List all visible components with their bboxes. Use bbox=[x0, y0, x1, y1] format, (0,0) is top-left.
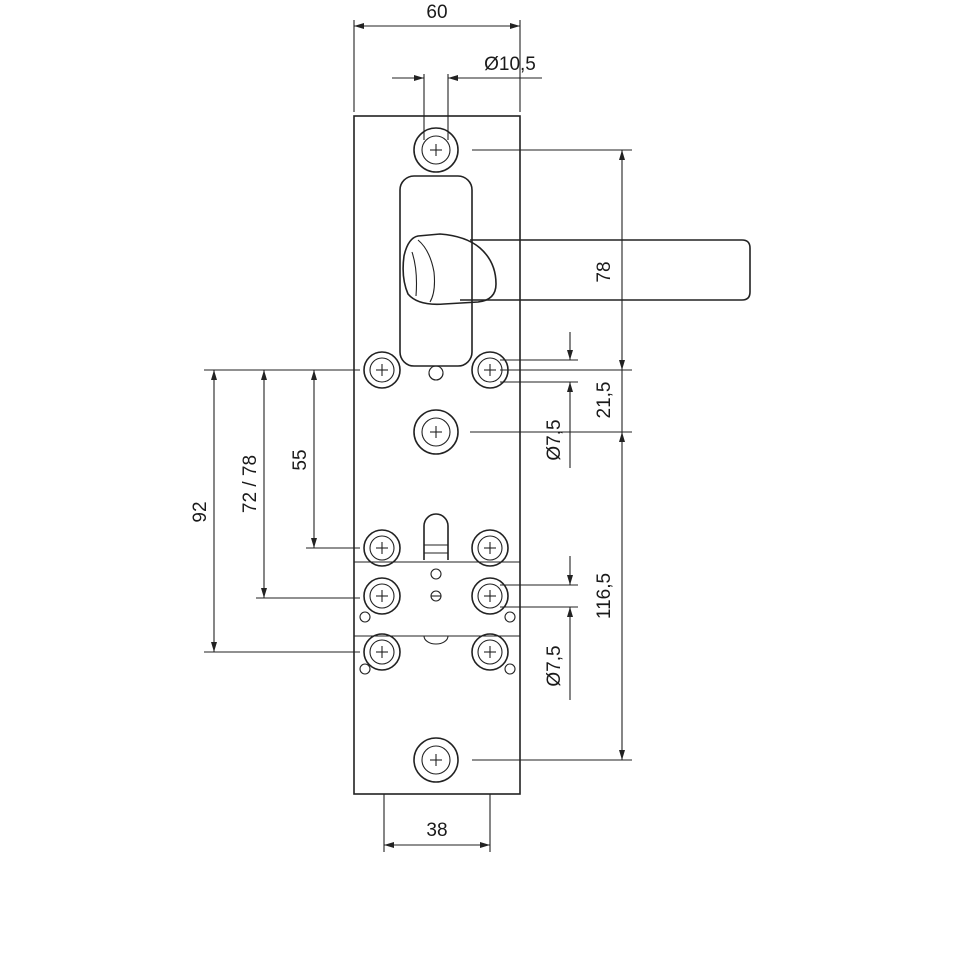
lever-handle bbox=[402, 233, 751, 306]
mounting-hole bbox=[363, 577, 401, 615]
dim-55: 55 bbox=[290, 370, 360, 549]
mounting-hole bbox=[363, 351, 401, 389]
dim-hole-upper: Ø7,5 bbox=[500, 332, 578, 468]
dim-label-55: 55 bbox=[290, 449, 311, 470]
dim-label-38: 38 bbox=[426, 820, 447, 841]
pin-holes bbox=[359, 611, 516, 675]
dim-label-92: 92 bbox=[190, 501, 211, 522]
dim-92: 92 bbox=[190, 369, 360, 653]
dim-handle-spacing: 78 bbox=[472, 149, 632, 371]
dim-bottom-width: 38 bbox=[383, 794, 491, 852]
dim-hole-top: Ø10,5 bbox=[392, 54, 542, 140]
mounting-hole bbox=[363, 633, 401, 671]
mounting-hole bbox=[471, 577, 509, 615]
dim-21-5: 21,5 bbox=[470, 370, 632, 433]
mounting-hole bbox=[413, 737, 459, 783]
mounting-hole bbox=[413, 409, 459, 455]
dim-label-diam-10-5: Ø10,5 bbox=[484, 54, 536, 75]
mounting-hole bbox=[471, 529, 509, 567]
mounting-holes bbox=[363, 127, 509, 783]
plate-outline bbox=[353, 115, 521, 795]
dim-116-5: 116,5 bbox=[472, 432, 632, 761]
latch-slot bbox=[423, 513, 449, 645]
mounting-hole bbox=[363, 529, 401, 567]
dim-label-78: 78 bbox=[594, 261, 615, 282]
plate-sections bbox=[354, 561, 520, 637]
handle-rose bbox=[399, 175, 473, 381]
dim-label-diam-7-5-upper: Ø7,5 bbox=[544, 419, 565, 460]
dim-hole-lower: Ø7,5 bbox=[500, 556, 578, 700]
dim-label-diam-7-5-lower: Ø7,5 bbox=[544, 645, 565, 686]
dim-plate-width: 60 bbox=[353, 2, 521, 112]
dim-label-72-78: 72 / 78 bbox=[240, 455, 261, 513]
mounting-hole bbox=[471, 633, 509, 671]
dim-label-116-5: 116,5 bbox=[594, 573, 615, 619]
mounting-hole bbox=[413, 127, 459, 173]
dim-label-21-5: 21,5 bbox=[594, 382, 615, 419]
dim-label-60: 60 bbox=[426, 2, 447, 23]
dim-72-78: 72 / 78 bbox=[240, 370, 360, 599]
